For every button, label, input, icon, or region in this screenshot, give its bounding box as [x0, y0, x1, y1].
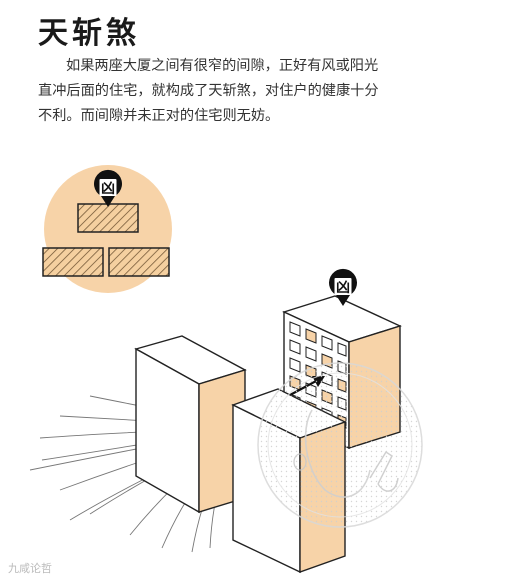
inset-back-building: [77, 203, 139, 233]
paragraph-line-3: 不利。而间隙并未正对的住宅则无妨。: [38, 108, 280, 124]
left-front-building: [134, 335, 247, 514]
body-paragraph: 如果两座大厦之间有很窄的间隙，正好有风或阳光 直冲后面的住宅，就构成了天斩煞，对…: [38, 54, 410, 129]
inset-left-building: [42, 247, 104, 277]
page-title: 天斩煞: [38, 16, 140, 51]
paragraph-line-2: 直冲后面的住宅，就构成了天斩煞，对住户的健康十分: [38, 83, 379, 99]
inset-diagram: 凶: [42, 165, 172, 293]
watermark-logo: 九咸论哲: [8, 562, 52, 575]
inset-pin-label: 凶: [101, 181, 115, 197]
tower-pin-label: 凶: [336, 280, 350, 296]
inset-bad-omen-pin: 凶: [94, 169, 123, 207]
tower-bad-omen-pin: 凶: [329, 268, 358, 306]
paragraph-line-1: 如果两座大厦之间有很窄的间隙，正好有风或阳光: [66, 58, 379, 74]
mascot-watermark: [257, 362, 423, 528]
inset-right-building: [108, 247, 170, 277]
